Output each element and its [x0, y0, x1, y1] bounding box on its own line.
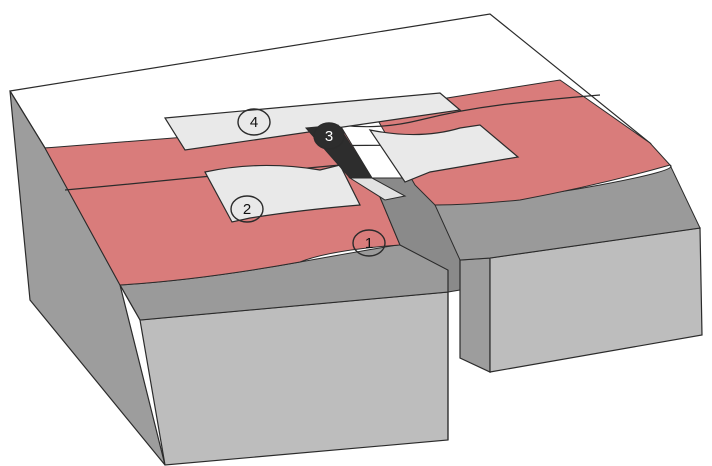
label-1-text: 1 — [365, 235, 373, 252]
label-1: 1 — [353, 230, 385, 256]
label-3: 3 — [314, 123, 344, 149]
label-4: 4 — [238, 109, 270, 135]
left-block-front-face — [140, 292, 448, 465]
label-2: 2 — [231, 196, 263, 222]
label-4-text: 4 — [250, 114, 258, 131]
label-3-text: 3 — [325, 128, 333, 145]
right-block-side-face — [460, 258, 490, 372]
label-2-text: 2 — [243, 201, 251, 218]
